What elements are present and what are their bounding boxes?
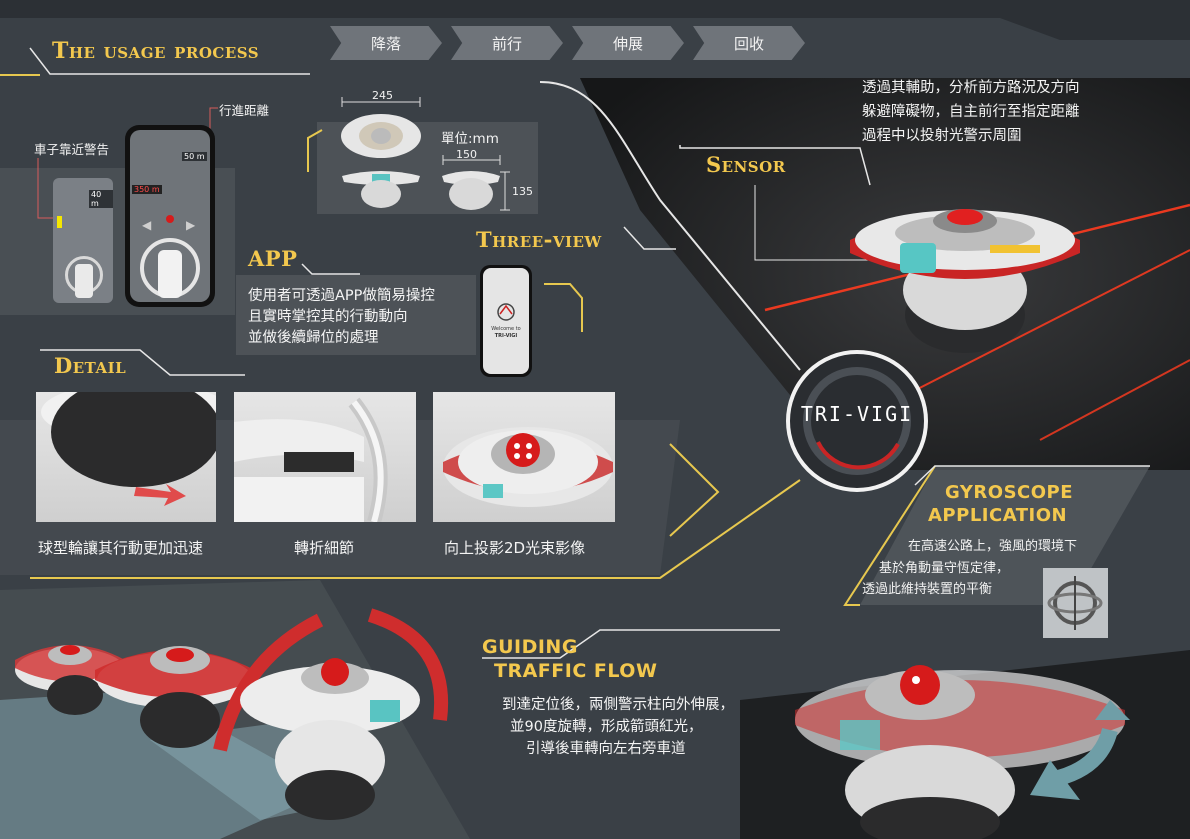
guiding-title-line1: Guiding [482,636,578,658]
welcome-text: Welcome to [491,326,521,332]
car-icon [75,264,93,298]
deployment-sequence-image [15,608,449,820]
welcome-brand: TRI-VIGI [494,333,518,339]
logo-mark-icon [497,303,515,321]
app-text-panel [236,275,476,355]
logo-text: TRI-VIGI [800,402,914,426]
detail-caption-2: 轉折細節 [294,539,355,557]
device-dot [166,215,174,223]
sensor-title: Sensor [706,152,786,177]
dim-width: 245 [372,89,393,102]
gyroscope-photo [1043,568,1108,638]
page-title: The usage process [52,38,260,64]
step-descend: 降落 [330,26,442,60]
sensor-line-2: 躲避障礙物，自主前行至指定距離 [862,104,1080,120]
screen-alert-distance: 350 m [132,185,162,194]
step-retract: 回收 [693,26,805,60]
rotation-device-image [795,665,1130,839]
step-extend: 伸展 [572,26,684,60]
three-view-title: Three-view [476,227,602,252]
three-view-unit: 單位:mm [441,131,499,147]
app-screen-small: 40 m [53,178,113,303]
detail-bracket [669,443,720,537]
dim-side: 150 [456,148,477,161]
app-phone: 50 m 350 m ◀ ▶ [125,125,215,307]
sensor-line-1: 透過其輔助，分析前方路況及方向 [862,80,1080,96]
sensor-line-3: 過程中以投射光警示周圍 [862,128,1022,144]
detail-title: Detail [54,353,127,378]
three-view-underline [623,226,676,250]
three-view-drawing [307,97,510,211]
app-title-underline [301,263,360,275]
guiding-line-2: 並90度旋轉，形成箭頭紅光， [510,719,703,735]
app-phone-screen: 50 m 350 m ◀ ▶ [130,130,210,302]
gyroscope-title-line2: Application [928,505,1068,526]
gyroscope-title-line1: Gyroscope [945,482,1074,503]
step-advance: 前行 [451,26,563,60]
detail-caption-1: 球型輪讓其行動更加迅速 [38,539,204,557]
app-title: APP [248,246,298,271]
arrow-right-icon: ▶ [186,218,196,232]
gyroscope-line-2: 基於角動量守恆定律， [879,561,1010,576]
sensor-device-image [850,209,1080,353]
guiding-line-3: 引導後車轉向左右旁車道 [526,741,686,757]
phone-bracket [544,283,583,332]
logo-ring-icon [803,367,911,475]
detail-photo-ball-wheel [36,392,216,522]
gyroscope-line-1: 在高速公路上，強風的環境下 [908,539,1078,554]
title-underline [0,47,310,76]
screen-small-distance: 40 m [89,190,113,208]
gyroscope-line-3: 透過此維持裝置的平衡 [862,582,993,597]
app-line-3: 並做後續歸位的處理 [248,330,379,346]
app-line-1: 使用者可透過APP做簡易操控 [248,288,435,304]
detail-caption-3: 向上投影2D光束影像 [444,539,586,557]
guiding-line-1: 到達定位後，兩側警示柱向外伸展， [502,697,734,713]
screen-distance: 50 m [182,152,207,161]
detail-photo-projection [433,392,615,522]
welcome-phone-screen: Welcome to TRI-VIGI [483,268,529,374]
brand-logo: TRI-VIGI [786,350,928,492]
warning-marker [57,216,62,228]
app-line-2: 且實時掌控其的行動動向 [248,309,408,325]
label-travel-distance: 行進距離 [219,103,270,118]
welcome-phone: Welcome to TRI-VIGI [480,265,532,377]
detail-underline [40,349,245,376]
detail-photo-joint [234,392,416,522]
dim-height: 135 [512,185,533,198]
guiding-title-line2: traffic flow [494,660,658,682]
car-icon [158,250,182,298]
arrow-left-icon: ◀ [142,218,152,232]
label-car-warning: 車子靠近警告 [34,142,110,157]
